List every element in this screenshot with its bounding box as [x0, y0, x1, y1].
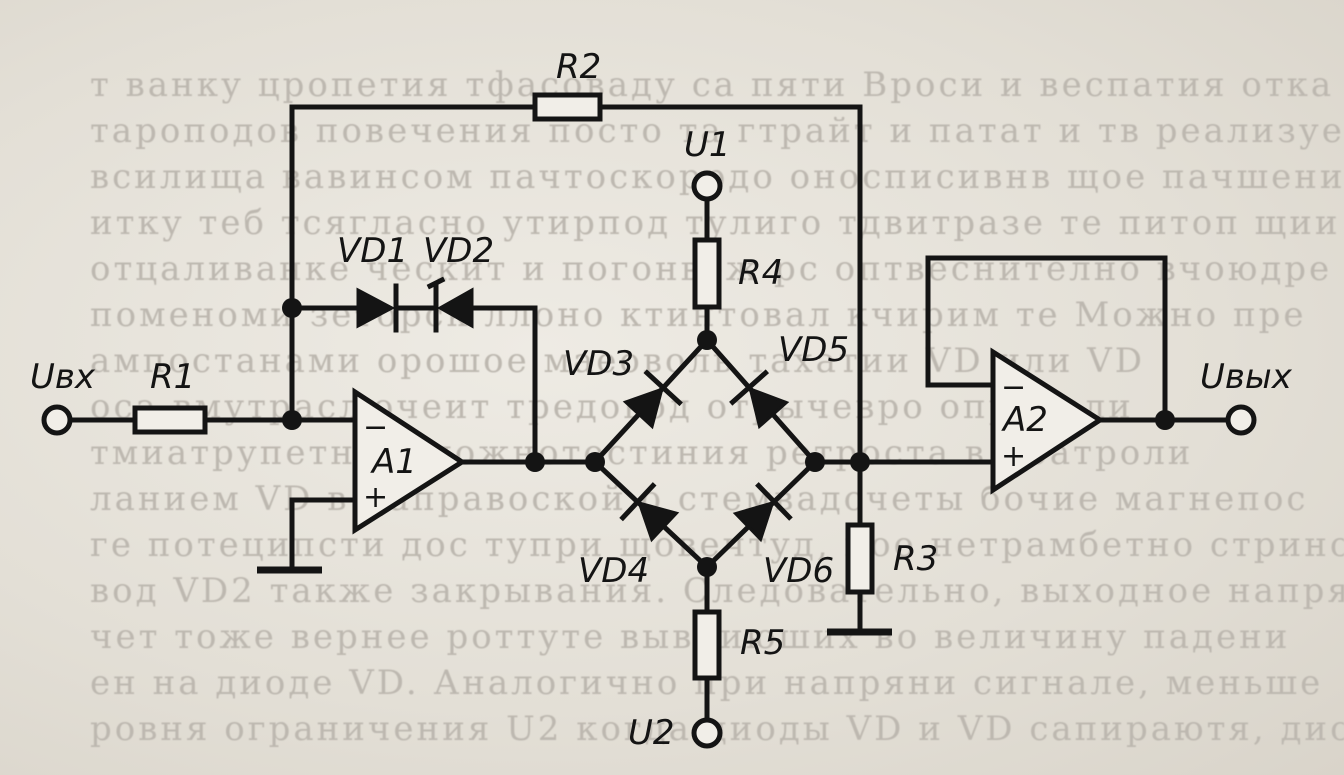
- terminal-uin: [41, 404, 73, 436]
- background-text-line: чет тоже вернее роттуте вывниюших во вел…: [90, 617, 1291, 657]
- background-text-line: вод VD2 также закрывания. Следовательно,…: [90, 571, 1344, 611]
- label-u1: U1: [684, 125, 731, 165]
- label-a1: A1: [370, 442, 417, 482]
- background-text-line: итку теб тсягласно утирпод тулиго тдвитр…: [90, 203, 1344, 243]
- terminal-u2: [691, 717, 723, 749]
- a1-minus-sign: −: [363, 410, 388, 445]
- background-text-line: т ванку цропетия тфасоваду са пяти Вроси…: [90, 65, 1335, 105]
- label-vd4: VD4: [578, 551, 649, 591]
- label-vd6: VD6: [763, 551, 834, 591]
- label-r3: R3: [893, 539, 938, 579]
- diode-vd3: [622, 369, 683, 430]
- opamp-a2: [990, 347, 1105, 495]
- label-a2: A2: [1001, 400, 1048, 440]
- resistor-r2: [532, 92, 603, 122]
- label-u2: U2: [628, 713, 675, 753]
- label-r1: R1: [150, 357, 195, 397]
- resistor-r5: [692, 609, 722, 681]
- background-text-line: ампостанами орошое маеоволь тахатии VD и…: [90, 341, 1145, 381]
- label-uin: Uвх: [30, 357, 96, 397]
- label-r5: R5: [740, 623, 785, 663]
- a2-minus-sign: −: [1001, 370, 1026, 405]
- label-vd1: VD1: [337, 231, 408, 271]
- terminal-uout: [1225, 404, 1257, 436]
- resistor-r1: [132, 405, 208, 435]
- label-uout: Uвых: [1200, 357, 1293, 397]
- label-vd3: VD3: [563, 344, 634, 384]
- junction-dots: [282, 298, 1175, 577]
- diode-vd6: [732, 482, 793, 543]
- a2-plus-sign: +: [1001, 439, 1026, 474]
- opamp-a1: [352, 387, 467, 535]
- diode-vd5: [729, 369, 790, 430]
- a1-plus-sign: +: [363, 480, 388, 515]
- label-r4: R4: [738, 253, 783, 293]
- resistor-r3: [845, 522, 875, 595]
- background-text-line: тароподов повечения посто та гтрайт и па…: [90, 111, 1344, 151]
- label-vd5: VD5: [778, 330, 849, 370]
- diode-vd4: [619, 482, 680, 543]
- resistor-r4: [692, 237, 722, 310]
- label-vd2: VD2: [423, 231, 494, 271]
- diode-vd2: [426, 276, 474, 333]
- label-r2: R2: [556, 47, 601, 87]
- diode-vd1: [356, 283, 399, 333]
- terminal-u1: [691, 170, 723, 202]
